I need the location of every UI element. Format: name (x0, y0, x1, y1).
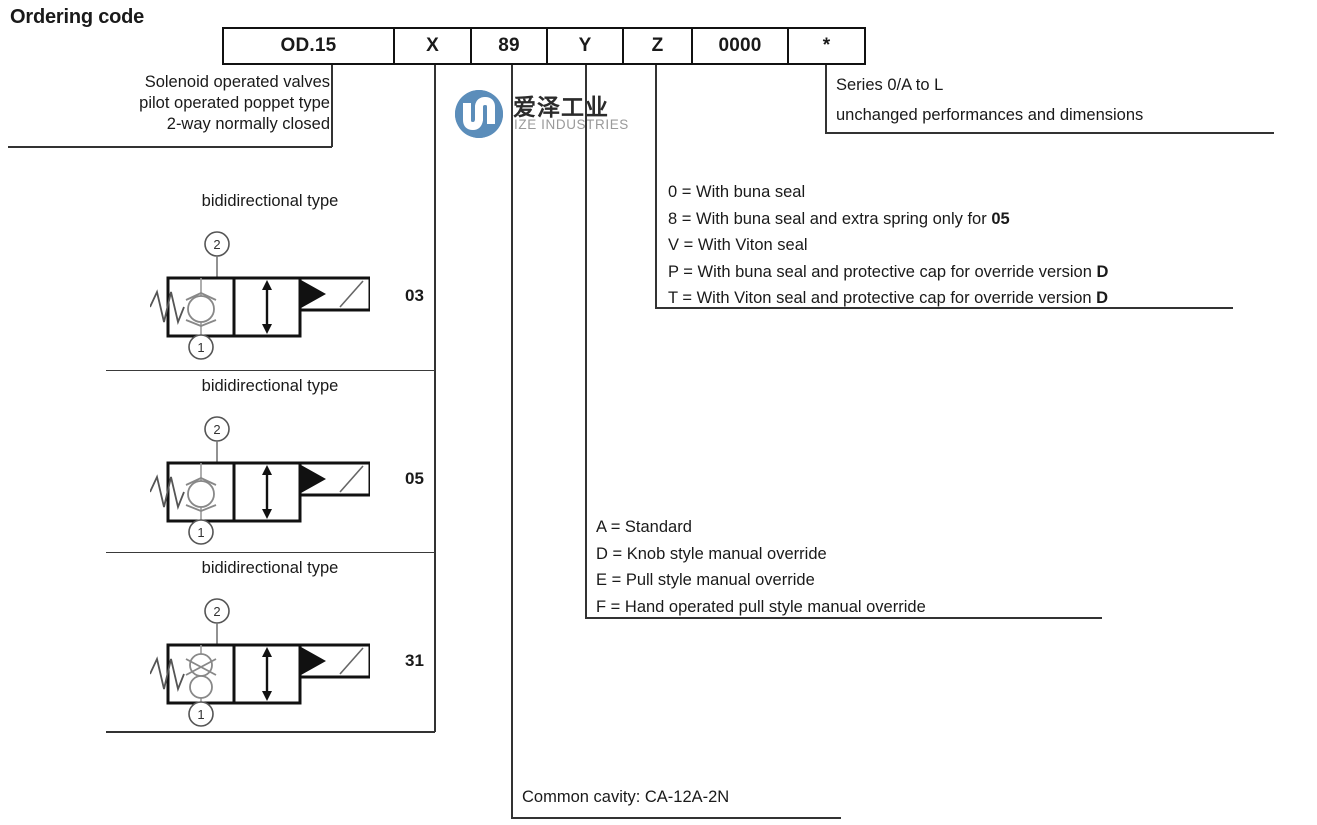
seal-option-bold: 05 (991, 209, 1010, 228)
valve-row-divider (106, 370, 435, 371)
seal-option-item: 0 = With buna seal (668, 179, 1248, 206)
override-option-text: = Hand operated pull style manual overri… (606, 597, 926, 616)
seal-option-item: P = With buna seal and protective cap fo… (668, 259, 1248, 286)
svg-text:1: 1 (197, 707, 204, 722)
seal-bracket-vertical (655, 65, 657, 308)
code-cell-model[interactable]: OD.15 (224, 29, 395, 63)
override-option-text: = Knob style manual override (607, 544, 827, 563)
series-bracket-vertical (825, 65, 827, 133)
seal-option-code: P (668, 262, 679, 281)
valve-column-bracket-underline (106, 731, 435, 733)
description-bracket-underline (8, 146, 332, 148)
valve-symbol-05: 2 1 (149, 415, 372, 550)
override-option-text: = Standard (606, 518, 692, 536)
seal-option-code: 8 (668, 209, 678, 228)
valve-row-divider (106, 552, 435, 553)
valve-code-03: 03 (405, 286, 424, 305)
override-option-code: E (596, 571, 608, 589)
code-cell-x[interactable]: X (395, 29, 472, 63)
description-line-3: 2-way normally closed (166, 115, 330, 133)
code-cell-z[interactable]: Z (624, 29, 693, 63)
override-option-item: D = Knob style manual override (596, 541, 1116, 568)
description-line-2: pilot operated poppet type (139, 94, 330, 112)
valve-code-31: 31 (405, 651, 424, 670)
cavity-bracket-vertical (511, 65, 513, 818)
valve-type-label: bididirectional type (201, 192, 339, 210)
override-option-code: D (596, 544, 608, 563)
code-cell-0000[interactable]: 0000 (693, 29, 789, 63)
seal-option-text: = With buna seal and protective cap for … (678, 262, 1097, 281)
override-option-item: A = Standard (596, 514, 1116, 541)
logo-mark-icon (455, 90, 503, 138)
description-bracket-vertical (331, 65, 333, 147)
override-option-text: = Pull style manual override (607, 571, 815, 589)
cavity-bracket-underline (511, 817, 841, 819)
company-logo: 爱泽工业 IZE INDUSTRIES (455, 88, 630, 143)
code-cell-y[interactable]: Y (548, 29, 624, 63)
override-option-item: F = Hand operated pull style manual over… (596, 594, 1116, 621)
override-option-item: E = Pull style manual override (596, 567, 1116, 594)
series-bracket-underline (825, 132, 1274, 134)
ordering-code-row: OD.15 X 89 Y Z 0000 * (222, 27, 866, 65)
series-note-line-1: Series 0/A to L (836, 76, 944, 94)
seal-option-item: 8 = With buna seal and extra spring only… (668, 206, 1248, 233)
seal-option-code: 0 (668, 183, 678, 201)
svg-text:2: 2 (213, 604, 220, 619)
svg-text:1: 1 (197, 525, 204, 540)
code-cell-series[interactable]: * (789, 29, 864, 63)
logo-text-cn: 爱泽工业 (513, 95, 609, 121)
override-bracket-underline (585, 617, 1102, 619)
override-bracket-vertical (585, 65, 587, 618)
seal-option-text: = With Viton seal and protective cap for… (677, 289, 1097, 307)
valve-column-bracket-vertical (434, 65, 436, 732)
valve-symbol-31: 2 1 (149, 597, 372, 732)
seal-option-code: T (668, 289, 678, 307)
seal-option-code: V (668, 236, 680, 254)
seal-bracket-underline (655, 307, 1233, 309)
valve-type-label: bididirectional type (201, 377, 339, 395)
override-option-code: A (596, 518, 607, 536)
svg-text:2: 2 (213, 237, 220, 252)
seal-option-bold: D (1096, 262, 1109, 281)
override-option-code: F (596, 597, 607, 616)
seal-option-text: = With buna seal and extra spring only f… (677, 209, 992, 228)
valve-symbol-03: 2 1 (149, 230, 372, 365)
seal-option-text: = With Viton seal (679, 236, 808, 254)
logo-text-en: IZE INDUSTRIES (514, 117, 629, 132)
override-options-list: A = Standard D = Knob style manual overr… (596, 514, 1116, 620)
seal-option-item: V = With Viton seal (668, 232, 1248, 259)
seal-option-text: = With buna seal (677, 183, 806, 201)
valve-code-05: 05 (405, 469, 424, 488)
svg-text:1: 1 (197, 340, 204, 355)
cavity-note: Common cavity: CA-12A-2N (522, 788, 730, 806)
code-cell-89[interactable]: 89 (472, 29, 548, 63)
valve-type-label: bididirectional type (201, 559, 339, 577)
seal-options-list: 0 = With buna seal 8 = With buna seal an… (668, 179, 1248, 312)
page-title: Ordering code (10, 6, 145, 28)
seal-option-item: T = With Viton seal and protective cap f… (668, 285, 1248, 312)
series-note-line-2: unchanged performances and dimensions (836, 106, 1144, 124)
svg-text:2: 2 (213, 422, 220, 437)
description-line-1: Solenoid operated valves (144, 73, 330, 91)
seal-option-bold: D (1096, 289, 1109, 307)
